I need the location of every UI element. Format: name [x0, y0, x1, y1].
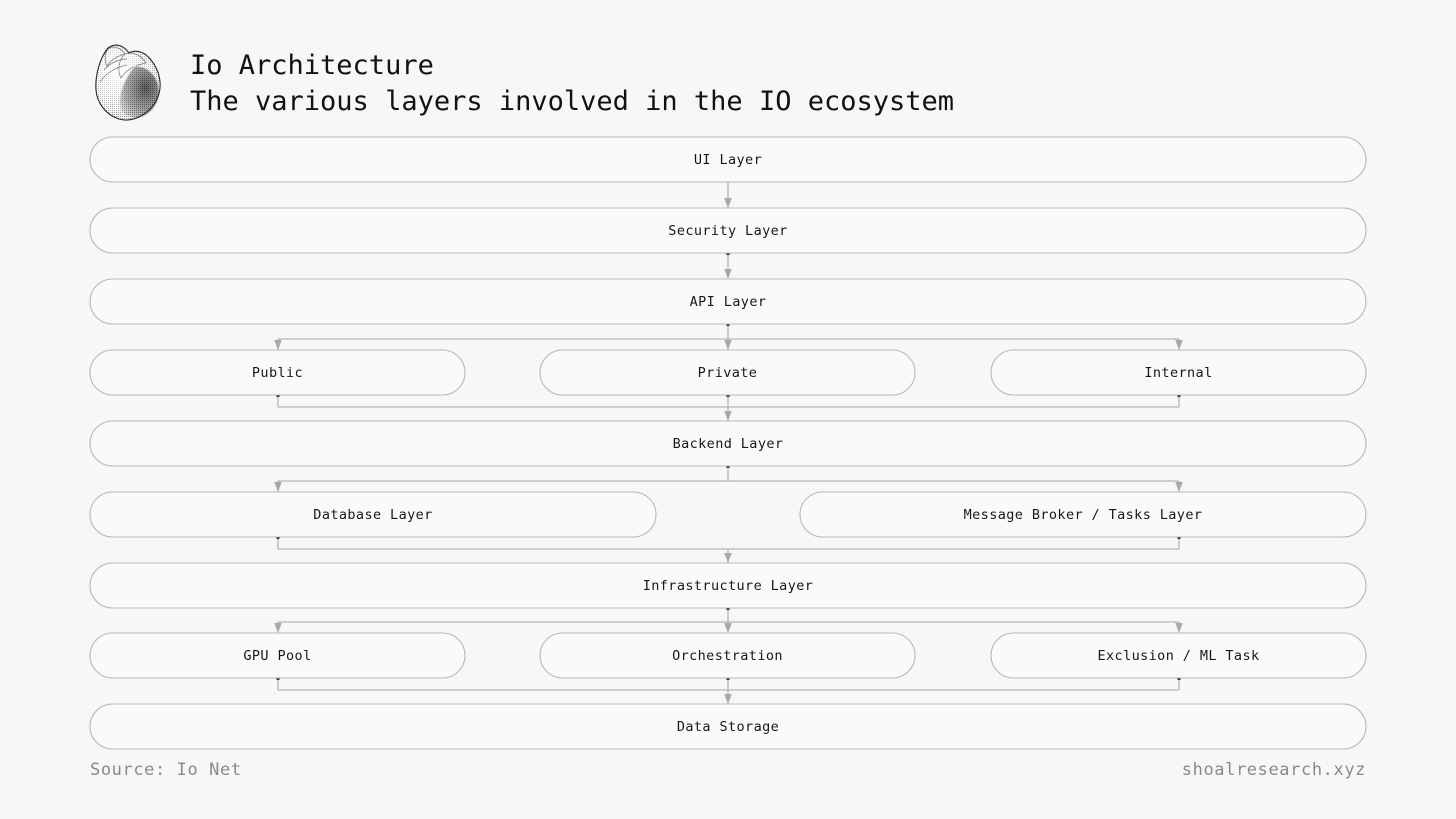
connector-arrowhead [274, 340, 282, 350]
connector-backend-to-children [274, 463, 1183, 492]
node-database-layer[interactable]: Database Layer [89, 491, 657, 538]
node-label: GPU Pool [243, 648, 311, 664]
node-orchestration[interactable]: Orchestration [539, 632, 916, 679]
node-backend-layer[interactable]: Backend Layer [89, 420, 1367, 467]
node-label: Exclusion / ML Task [1097, 648, 1259, 664]
node-shape [89, 632, 466, 679]
node-ui-layer[interactable]: UI Layer [89, 136, 1367, 183]
connector-children-to-backend [275, 392, 1182, 421]
node-shape [89, 562, 1367, 609]
page-title: Io Architecture [190, 50, 434, 81]
connector-arrowhead [724, 623, 732, 633]
diagram-row-row-backend-children: Database Layer Message Broker / Tasks Lay… [89, 491, 1367, 538]
node-public[interactable]: Public [89, 349, 466, 396]
node-label: Data Storage [677, 719, 779, 735]
connector-arrowhead [274, 623, 282, 633]
site-label: shoalresearch.xyz [1181, 760, 1366, 780]
diagram-row-row-security: Security Layer [89, 207, 1367, 254]
connector-arrowhead [1175, 340, 1183, 350]
node-label: UI Layer [694, 152, 762, 168]
connector-arrowhead [724, 411, 732, 421]
node-shape [990, 349, 1367, 396]
connector-children-to-infra [275, 534, 1182, 563]
node-shape [89, 136, 1367, 183]
node-message-broker-tasks-layer[interactable]: Message Broker / Tasks Layer [799, 491, 1367, 538]
connector-children-to-datastorage [275, 675, 1182, 704]
node-shape [89, 703, 1367, 750]
diagram-row-row-infrastructure: Infrastructure Layer [89, 562, 1367, 609]
diagram-row-row-api-children: Public Private Internal [89, 349, 1367, 396]
connector-arrowhead [724, 694, 732, 704]
page-header: Io Architecture The various layers invol… [90, 38, 954, 128]
node-shape [89, 420, 1367, 467]
connector-arrowhead [724, 269, 732, 279]
connector-ui-to-security [724, 182, 732, 208]
node-shape [799, 491, 1367, 538]
connector-infra-to-children [274, 605, 1183, 633]
node-label: API Layer [690, 294, 767, 310]
node-shape [89, 278, 1367, 325]
node-exclusion-ml-task[interactable]: Exclusion / ML Task [990, 632, 1367, 679]
node-label: Public [252, 365, 303, 381]
diagram-row-row-data-storage: Data Storage [89, 703, 1367, 750]
diagram-row-row-api: API Layer [89, 278, 1367, 325]
connector-arrowhead [274, 482, 282, 492]
node-label: Orchestration [672, 648, 783, 664]
node-label: Message Broker / Tasks Layer [964, 507, 1203, 523]
node-label: Internal [1144, 365, 1212, 381]
connector-api-to-children [274, 321, 1183, 350]
node-security-layer[interactable]: Security Layer [89, 207, 1367, 254]
node-private[interactable]: Private [539, 349, 916, 396]
shell-logo-icon [90, 40, 168, 128]
title-block: Io Architecture The various layers invol… [190, 48, 954, 120]
connector-arrowhead [724, 198, 732, 208]
node-label: Private [698, 365, 758, 381]
diagram-row-row-ui: UI Layer [89, 136, 1367, 183]
connector-arrowhead [1175, 623, 1183, 633]
node-internal[interactable]: Internal [990, 349, 1367, 396]
node-shape [89, 491, 657, 538]
node-gpu-pool[interactable]: GPU Pool [89, 632, 466, 679]
node-api-layer[interactable]: API Layer [89, 278, 1367, 325]
node-shape [539, 349, 916, 396]
connector-arrowhead [1175, 482, 1183, 492]
node-label: Infrastructure Layer [643, 578, 814, 594]
diagram-row-row-infra-children: GPU Pool Orchestration Exclusion / ML Task [89, 632, 1367, 679]
node-shape [539, 632, 916, 679]
node-label: Security Layer [668, 223, 787, 239]
node-label: Database Layer [313, 507, 432, 523]
node-data-storage[interactable]: Data Storage [89, 703, 1367, 750]
node-infrastructure-layer[interactable]: Infrastructure Layer [89, 562, 1367, 609]
connector-arrowhead [724, 340, 732, 350]
node-shape [89, 207, 1367, 254]
node-shape [990, 632, 1367, 679]
node-shape [89, 349, 466, 396]
page-subtitle: The various layers involved in the IO ec… [190, 86, 955, 117]
connector-layer [274, 182, 1183, 704]
source-label: Source: Io Net [90, 760, 242, 780]
node-label: Backend Layer [673, 436, 784, 452]
connector-security-to-api [724, 250, 732, 279]
diagram-row-row-backend: Backend Layer [89, 420, 1367, 467]
connector-arrowhead [724, 553, 732, 563]
